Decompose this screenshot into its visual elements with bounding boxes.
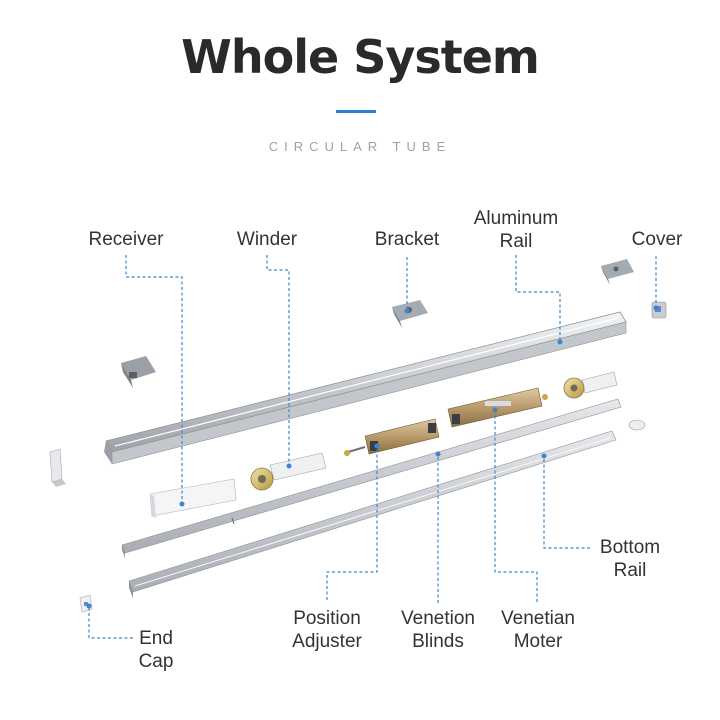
right-bracket-part — [601, 259, 634, 285]
receiver-leader-dot — [179, 501, 185, 507]
end-cap-label: End Cap — [138, 628, 174, 672]
right-winder-part — [563, 371, 618, 399]
bottom-rail-leader — [543, 456, 590, 549]
winder-leader-dot — [286, 463, 292, 469]
winder-label: Winder — [236, 229, 298, 250]
bracket-leader-dot — [404, 308, 410, 314]
venetian-moter-leader-dot — [492, 407, 498, 413]
left-bracket-part — [121, 356, 156, 388]
venetian-moter-label: Venetian Moter — [501, 608, 575, 652]
position-adjuster-label: Position Adjuster — [292, 608, 362, 652]
venetion-blinds-bar — [121, 398, 622, 558]
page-subtitle: CIRCULAR TUBE — [268, 139, 452, 154]
bracket-part — [392, 300, 428, 328]
bottom-rail-bar — [128, 430, 617, 598]
position-adjuster-leader — [326, 446, 378, 600]
end-cap-leader-dot — [86, 603, 92, 609]
bottom-rail-leader-dot — [541, 453, 547, 459]
end-cap-part — [79, 594, 93, 613]
venetion-blinds-leader-dot — [435, 451, 441, 457]
leader-lines — [86, 255, 659, 639]
venetian-motor-part — [447, 387, 548, 428]
winder-leader — [266, 255, 290, 466]
venetion-blinds-label: Venetion Blinds — [401, 608, 475, 652]
aluminum-rail-leader — [515, 255, 561, 342]
venetian-moter-leader — [494, 410, 538, 602]
right-clip-part — [628, 419, 646, 431]
cover-label: Cover — [631, 229, 683, 250]
receiver-part — [149, 478, 237, 518]
position-adjuster-part — [344, 418, 440, 456]
receiver-leader — [125, 255, 183, 504]
page-title: Whole System — [181, 30, 540, 84]
cover-leader-dot — [653, 305, 659, 311]
aluminum-rail-part — [104, 311, 627, 465]
receiver-label: Receiver — [88, 229, 164, 250]
aluminum-rail-leader-dot — [557, 339, 563, 345]
left-end-piece — [49, 448, 66, 487]
winder-part — [250, 452, 327, 491]
position-adjuster-leader-dot — [374, 443, 380, 449]
title-accent-bar — [336, 110, 376, 113]
bracket-label: Bracket — [374, 229, 440, 250]
end-cap-leader — [88, 606, 133, 639]
bottom-rail-label: Bottom Rail — [599, 537, 661, 581]
cover-part — [651, 301, 667, 319]
aluminum-rail-label: Aluminum Rail — [473, 208, 559, 252]
